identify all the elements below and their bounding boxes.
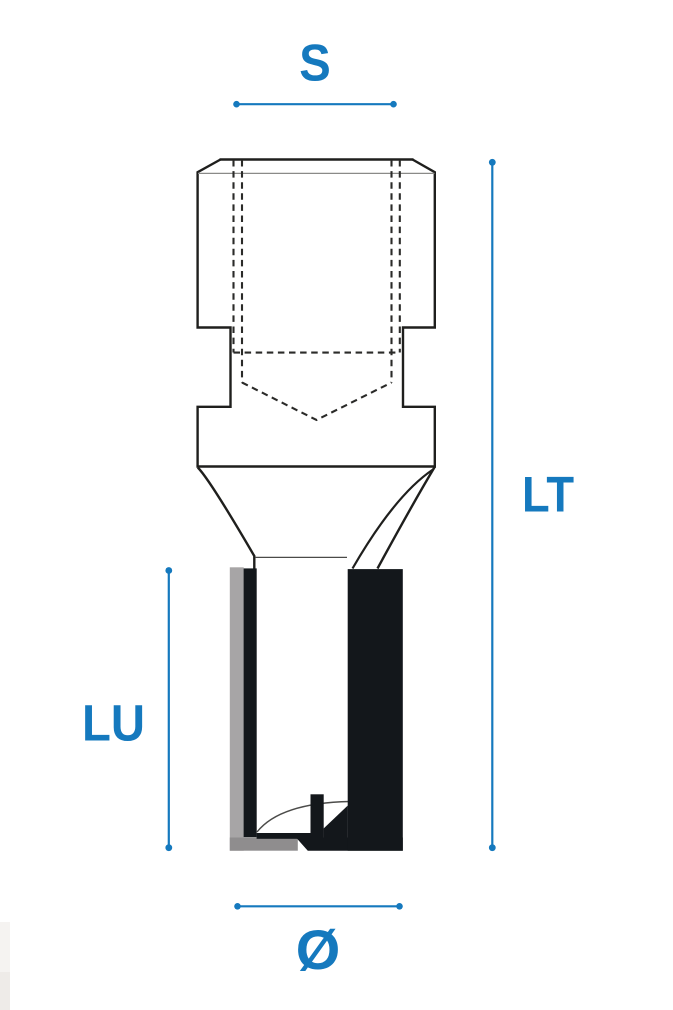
svg-text:S: S: [299, 34, 331, 92]
svg-text:LT: LT: [522, 467, 574, 523]
svg-text:Ø: Ø: [296, 918, 341, 981]
svg-text:LU: LU: [82, 695, 145, 752]
